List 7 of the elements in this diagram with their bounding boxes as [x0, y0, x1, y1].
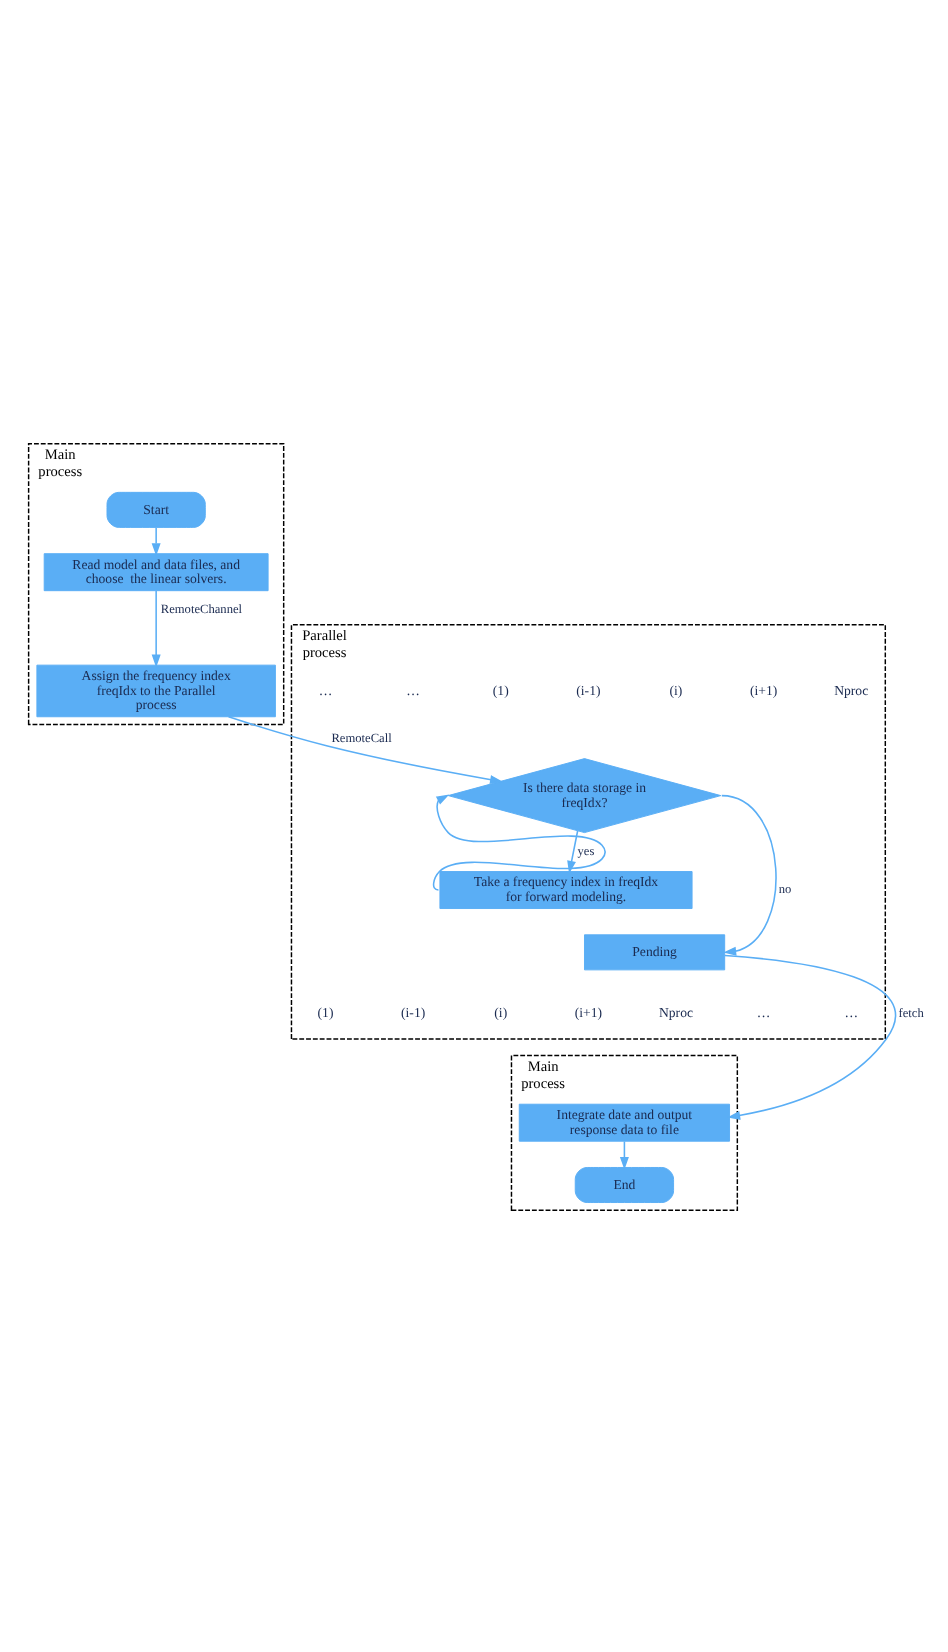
arrow — [567, 828, 579, 873]
arrow — [151, 589, 161, 667]
arrow — [724, 953, 897, 1119]
arrow — [432, 793, 606, 890]
arrow — [151, 525, 161, 555]
arrow — [721, 793, 777, 955]
arrow — [227, 715, 503, 783]
